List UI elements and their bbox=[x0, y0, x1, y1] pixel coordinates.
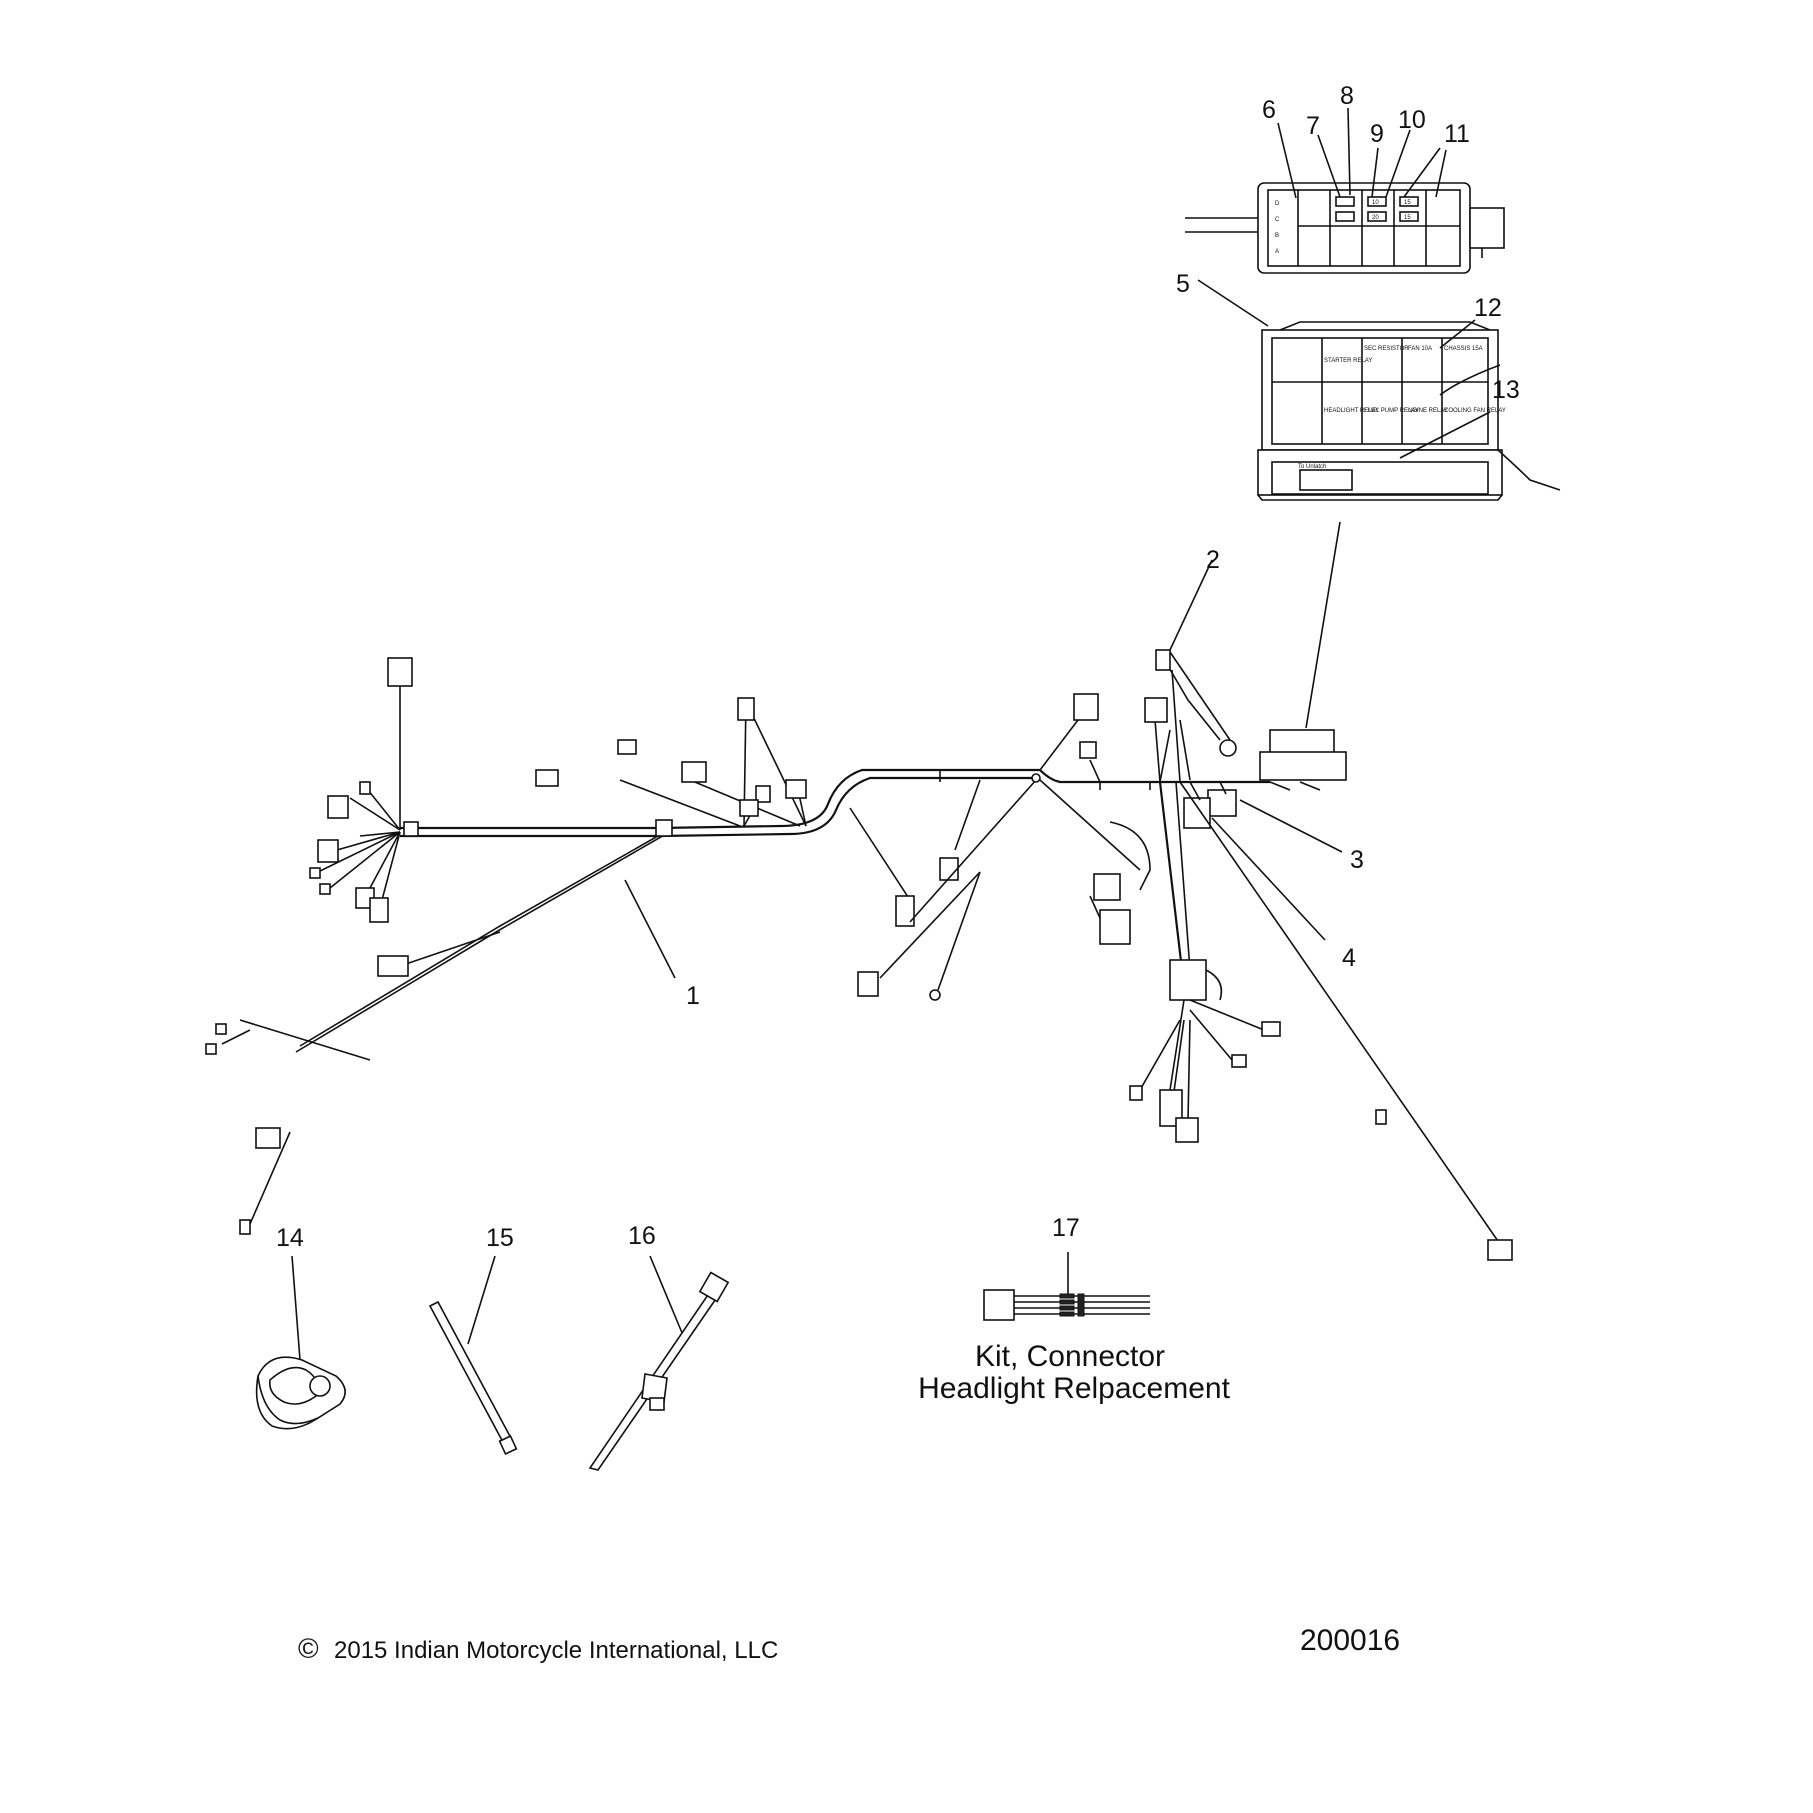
copyright-text: 2015 Indian Motorcycle International, LL… bbox=[334, 1637, 778, 1664]
relay-box-leader bbox=[1305, 521, 1341, 729]
callout-13: 13 bbox=[1492, 376, 1520, 404]
fuse-row-c: C bbox=[1275, 217, 1280, 223]
callout-7: 7 bbox=[1306, 112, 1320, 140]
callout-9: 9 bbox=[1370, 120, 1384, 148]
connector-kit-17 bbox=[983, 1252, 1150, 1321]
fuse-value-20: 20 bbox=[1372, 215, 1379, 221]
callout-5: 5 bbox=[1176, 270, 1190, 298]
relay-cell-engine: ENGINE RELAY bbox=[1404, 408, 1448, 414]
main-harness bbox=[205, 559, 1513, 1261]
fuse-value-10: 10 bbox=[1372, 200, 1379, 206]
callout-2: 2 bbox=[1206, 546, 1220, 574]
callout-12: 12 bbox=[1474, 294, 1502, 322]
harness-callout-lines bbox=[624, 799, 1343, 979]
callout-1: 1 bbox=[686, 982, 700, 1010]
callout-14: 14 bbox=[276, 1224, 304, 1252]
callout-16: 16 bbox=[628, 1222, 656, 1250]
mount-tie-16 bbox=[588, 1255, 730, 1471]
callout-11: 11 bbox=[1444, 120, 1470, 148]
relay-cell-resistor: SEC RESISTOR bbox=[1364, 346, 1409, 352]
relay-lid-text: To Unlatch bbox=[1298, 464, 1326, 470]
fuse-panel: D C B A 10 20 15 15 bbox=[1185, 182, 1505, 274]
callout-15: 15 bbox=[486, 1224, 514, 1252]
relay-cell-chassis: CHASSIS 15A bbox=[1444, 346, 1483, 352]
fuse-value-15b: 15 bbox=[1404, 215, 1411, 221]
relay-box-callout-lines bbox=[1197, 279, 1491, 459]
callout-17: 17 bbox=[1052, 1214, 1080, 1242]
callout-4: 4 bbox=[1342, 944, 1356, 972]
fuse-panel-callout-lines bbox=[1277, 107, 1447, 199]
callout-10: 10 bbox=[1398, 106, 1426, 134]
relay-cell-coolingfan: COOLING FAN RELAY bbox=[1444, 408, 1506, 414]
callout-6: 6 bbox=[1262, 96, 1276, 124]
relay-cell-fan: FAN 10A bbox=[1408, 346, 1432, 352]
fuse-row-d: D bbox=[1275, 201, 1280, 207]
fuse-value-15a: 15 bbox=[1404, 200, 1411, 206]
relay-cell-fuelpump: FUEL PUMP RELAY bbox=[1364, 408, 1419, 414]
kit-label-line2: Headlight Relpacement bbox=[918, 1372, 1231, 1405]
drawing-number: 200016 bbox=[1300, 1624, 1400, 1657]
cable-tie-15 bbox=[428, 1255, 518, 1455]
callout-3: 3 bbox=[1350, 846, 1364, 874]
clip-14 bbox=[255, 1255, 346, 1430]
fuse-row-a: A bbox=[1275, 249, 1279, 255]
relay-cell-headlight: HEADLIGHT RELAY bbox=[1324, 408, 1379, 414]
kit-label-line1: Kit, Connector bbox=[975, 1340, 1165, 1373]
relay-cell-starter: STARTER RELAY bbox=[1324, 358, 1372, 364]
fuse-row-b: B bbox=[1275, 233, 1279, 239]
callout-8: 8 bbox=[1340, 82, 1354, 110]
copyright-symbol: © bbox=[298, 1633, 319, 1664]
relay-box: STARTER RELAY SEC RESISTOR FAN 10A CHASS… bbox=[1257, 321, 1561, 501]
